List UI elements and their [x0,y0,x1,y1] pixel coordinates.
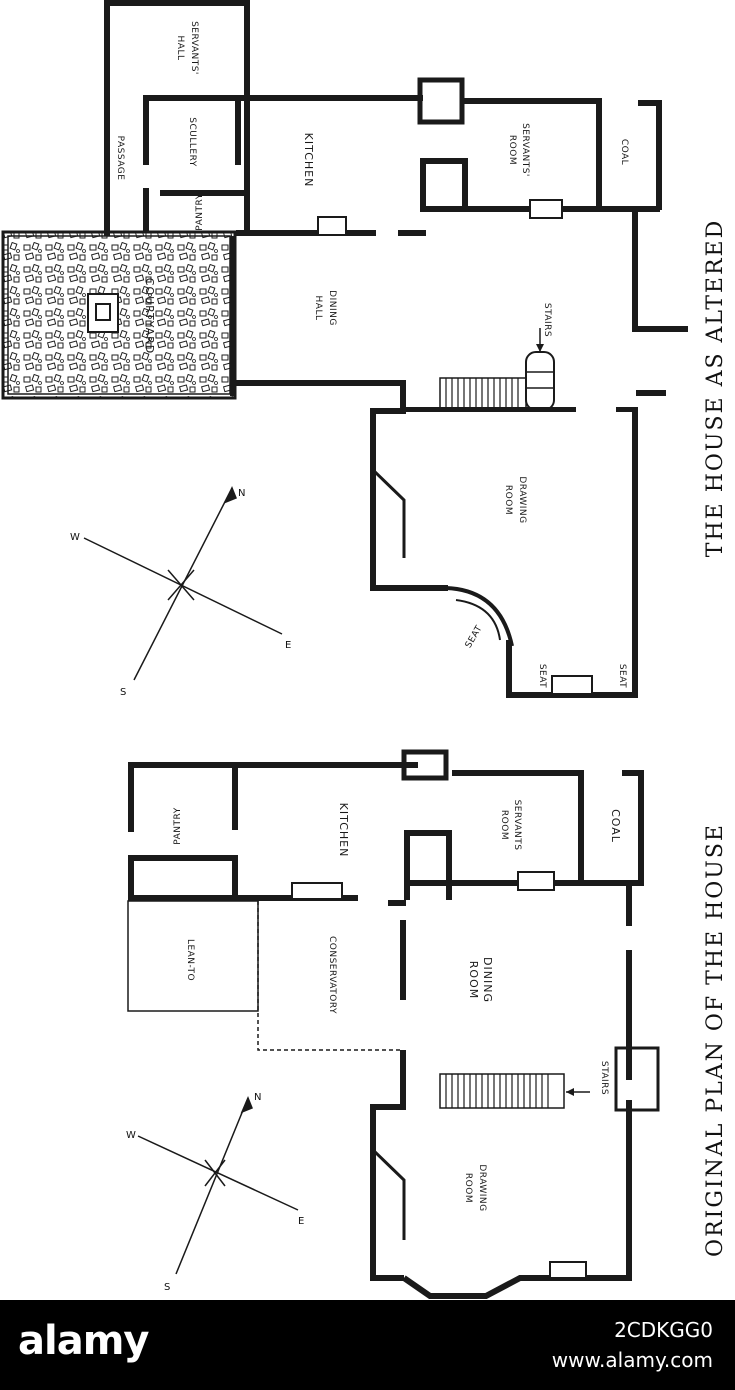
compass-original-n: N [254,1092,261,1103]
label-dining-room-2: ROOM [467,961,480,999]
compass-original-s: S [164,1282,170,1293]
drawing-room-fireplace [551,675,593,695]
label-pantry-altered: PANTRY [195,193,205,230]
kitchen-range-original [291,882,343,900]
altered-plan: SERVANTS' HALL PASSAGE SCULLERY PANTRY K… [1,0,728,698]
drawing-room-fireplace-original [549,1261,587,1279]
label-seat-bow: SEAT [464,624,485,650]
dining-hall-staircase [439,351,555,411]
label-passage: PASSAGE [115,136,125,181]
compass-original: N W S E [126,1092,304,1293]
compass-altered-s: S [120,687,126,698]
label-kitchen-original: KITCHEN [337,803,350,858]
label-coal-altered: COAL [619,139,629,165]
servants-room-fireplace-original [517,871,555,891]
label-servants-room-altered-2: ROOM [507,135,517,165]
compass-original-w: W [126,1130,136,1141]
label-scullery: SCULLERY [187,117,197,166]
servants-room-fireplace [529,199,563,219]
label-coal-original: COAL [609,809,622,843]
label-conservatory: CONSERVATORY [327,936,337,1014]
label-dining-room-1: DINING [481,957,494,1003]
label-seat-right: SEAT [617,664,627,688]
label-servants-room-altered-1: SERVANTS' [520,123,530,177]
label-drawing-room-altered-1: DRAWING [517,476,527,523]
compass-original-e: E [298,1216,304,1227]
watermark-url: www.alamy.com [551,1348,713,1372]
label-kitchen-altered: KITCHEN [302,133,315,188]
label-stairs-altered: STAIRS [542,303,552,337]
watermark-banner [0,1300,735,1390]
compass-altered-n: N [238,488,245,499]
label-servants-hall-2: HALL [175,36,185,61]
floor-plans-figure: SERVANTS' HALL PASSAGE SCULLERY PANTRY K… [1,0,728,1299]
caption-altered: THE HOUSE AS ALTERED [703,219,728,557]
label-dining-hall-1: DINING [327,290,337,326]
label-seat-left: SEAT [537,664,547,688]
label-servants-room-original-2: ROOM [499,810,509,840]
bow-window-seat [445,586,514,647]
caption-original: ORIGINAL PLAN OF THE HOUSE [703,823,728,1257]
label-lean-to: LEAN-TO [185,939,195,981]
original-staircase [439,1073,565,1109]
original-plan: PANTRY LEAN-TO KITCHEN CONSERVATORY SERV… [126,749,728,1299]
compass-altered-w: W [70,532,80,543]
kitchen-range [317,216,347,236]
label-drawing-room-original-1: DRAWING [477,1164,487,1211]
courtyard-fountain [87,293,119,333]
label-dining-hall-2: HALL [313,296,323,321]
label-stairs-original: STAIRS [599,1061,609,1095]
watermark-stock-id: 2CDKGG0 [614,1318,713,1342]
label-servants-room-original-1: SERVANTS [512,800,522,851]
label-drawing-room-original-2: ROOM [463,1173,473,1203]
compass-altered-e: E [285,640,291,651]
watermark-brand: alamy [18,1318,149,1364]
lean-to-area [127,900,259,1012]
label-servants-hall-1: SERVANTS' [189,21,199,75]
label-courtyard: COURTYARD [143,278,156,354]
label-drawing-room-altered-2: ROOM [503,485,513,515]
compass-altered: N W S E [70,486,291,698]
floor-plans-svg: SERVANTS' HALL PASSAGE SCULLERY PANTRY K… [1,0,728,1299]
label-pantry-original: PANTRY [173,807,183,844]
